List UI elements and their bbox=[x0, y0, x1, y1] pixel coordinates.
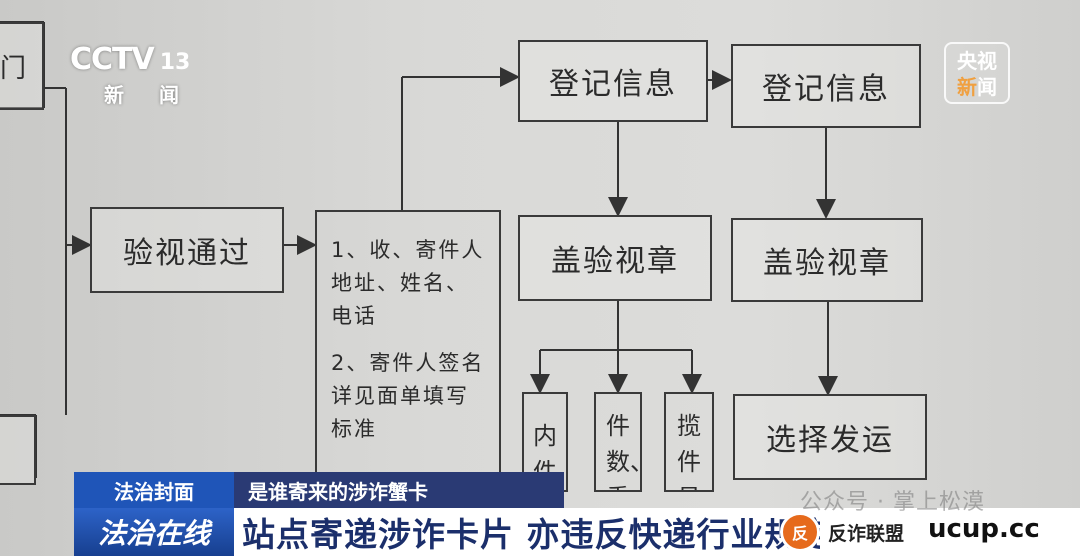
flow-box-left-top: 门 bbox=[0, 22, 44, 110]
yangshi-line1: 央视 bbox=[957, 49, 997, 73]
lower-third-subtitle: 是谁寄来的涉诈蟹卡 bbox=[234, 472, 564, 508]
flow-box-stamp-2: 盖验视章 bbox=[731, 218, 923, 302]
anti-fraud-text: 反诈联盟 bbox=[820, 514, 913, 550]
register-1-label: 登记信息 bbox=[549, 67, 677, 102]
flow-box-notes: 1、收、寄件人地址、姓名、电话 2、寄件人签名详见面单填写标准 bbox=[315, 210, 501, 490]
headline-text: 站点寄递涉诈卡片 亦违反快递行业规定 bbox=[242, 515, 833, 554]
flow-box-ship: 选择发运 bbox=[733, 394, 927, 480]
note-item-2: 2、寄件人签名详见面单填写标准 bbox=[331, 351, 485, 441]
note-item-1: 1、收、寄件人地址、姓名、电话 bbox=[331, 238, 485, 328]
anti-fraud-icon: 反 bbox=[780, 512, 820, 552]
anti-fraud-icon-glyph: 反 bbox=[791, 524, 808, 543]
flow-box-left-bottom bbox=[0, 415, 36, 485]
program-brand: 法治在线 bbox=[74, 508, 234, 556]
channel-number: 13 bbox=[159, 50, 191, 75]
flow-box-branch-2: 件数、重 bbox=[594, 392, 642, 492]
stamp-1-label: 盖验视章 bbox=[551, 244, 679, 279]
yangshi-wen: 闻 bbox=[977, 75, 997, 99]
flow-box-register-1: 登记信息 bbox=[518, 40, 708, 122]
flow-box-pass-check: 验视通过 bbox=[90, 207, 284, 293]
ship-label: 选择发运 bbox=[766, 423, 894, 458]
anti-fraud-badge: 反 反诈联盟 bbox=[780, 512, 913, 552]
cctv-wordmark: CCTV bbox=[70, 42, 155, 77]
site-watermark: ucup.cc bbox=[928, 514, 1040, 544]
lower-third: 法治封面 是谁寄来的涉诈蟹卡 法治在线 站点寄递涉诈卡片 亦违反快递行业规定 bbox=[74, 472, 1080, 556]
yangshi-xin: 新 bbox=[957, 75, 977, 99]
flow-box-left-top-label: 门 bbox=[0, 53, 29, 84]
stamp-2-label: 盖验视章 bbox=[763, 246, 891, 281]
flow-box-branch-3: 揽件员 bbox=[664, 392, 714, 492]
program-tag: 法治封面 bbox=[74, 472, 234, 508]
branch-3-label: 揽件员 bbox=[677, 412, 701, 490]
register-2-label: 登记信息 bbox=[762, 72, 890, 107]
yangshi-news-logo: 央视 新闻 bbox=[944, 42, 1010, 104]
flow-box-stamp-1: 盖验视章 bbox=[518, 215, 712, 301]
flow-box-register-2: 登记信息 bbox=[731, 44, 921, 128]
pass-check-label: 验视通过 bbox=[123, 236, 251, 271]
channel-name: 新 闻 bbox=[104, 83, 193, 107]
wechat-watermark: 公众号 · 掌上松漠 bbox=[800, 490, 985, 515]
headline-bar bbox=[74, 508, 1080, 556]
